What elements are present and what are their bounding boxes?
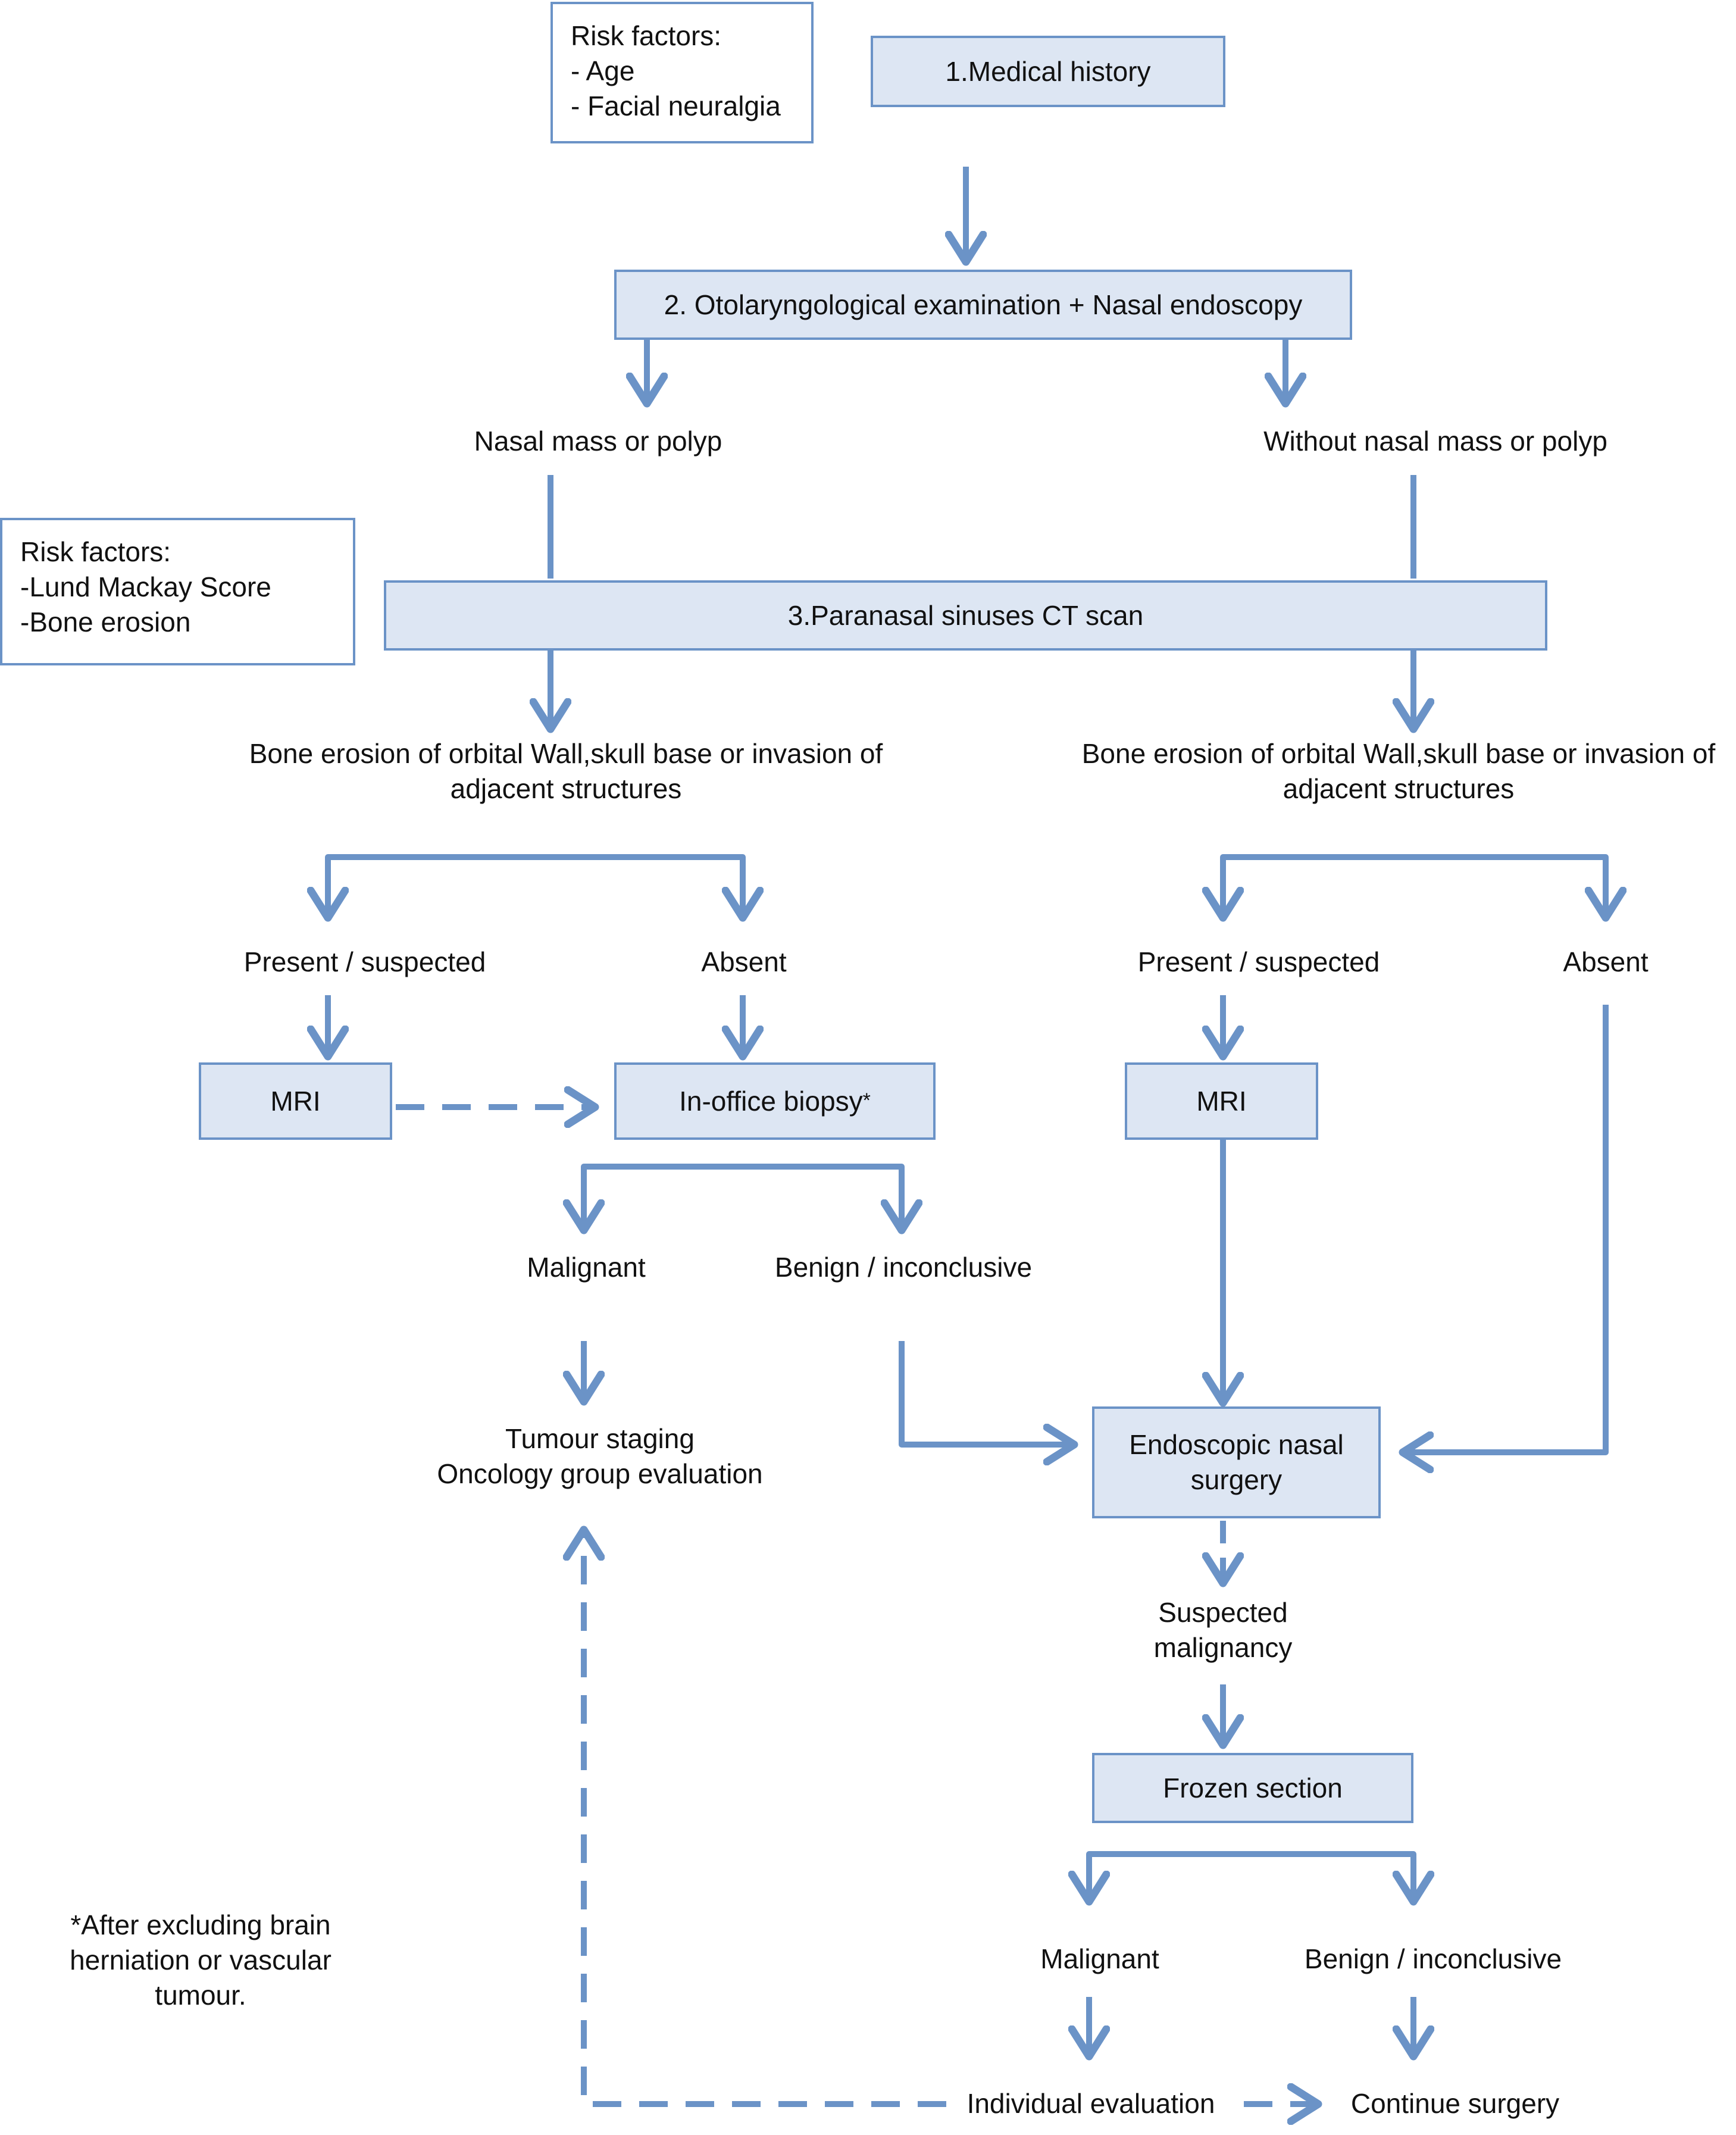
split-right-bone — [1220, 854, 1609, 915]
left-absent-label: Absent — [701, 946, 787, 977]
split-biopsy — [581, 1164, 905, 1226]
biopsy-malignant-label: Malignant — [527, 1252, 646, 1283]
risk-factors-title: Risk factors: — [20, 536, 171, 567]
right-mri-box: MRI — [1125, 1062, 1318, 1140]
bone-erosion-right: Bone erosion of orbital Wall,skull base … — [1081, 738, 1716, 804]
biopsy-label: In-office biopsy — [679, 1085, 863, 1117]
right-absent-label: Absent — [1563, 946, 1649, 977]
risk-factors-title: Risk factors: — [571, 20, 722, 51]
step-ct-scan: 3.Paranasal sinuses CT scan — [384, 580, 1547, 651]
right-present-label: Present / suspected — [1137, 946, 1380, 977]
risk-factor-item: -Bone erosion — [20, 606, 191, 637]
arrow-individual-to-staging-dashed — [584, 1530, 946, 2107]
biopsy-footnote-mark: * — [862, 1089, 871, 1112]
tumour-staging-label: Tumour staging Oncology group evaluation — [437, 1423, 763, 1489]
frozen-section-box: Frozen section — [1092, 1753, 1413, 1823]
footnote: *After excluding brain herniation or vas… — [70, 1909, 331, 2011]
arrow-absent-to-surgery — [1403, 1005, 1609, 1452]
risk-factors-box-top: Risk factors: - Age - Facial neuralgia — [550, 2, 814, 143]
biopsy-benign-label: Benign / inconclusive — [774, 1252, 1033, 1283]
left-present-label: Present / suspected — [243, 946, 486, 977]
step-otolaryngological-exam: 2. Otolaryngological examination + Nasal… — [614, 270, 1352, 340]
branch-nasal-mass: Nasal mass or polyp — [474, 426, 722, 457]
individual-evaluation-label: Individual evaluation — [966, 2088, 1215, 2119]
in-office-biopsy-box: In-office biopsy* — [614, 1062, 936, 1140]
risk-factor-item: -Lund Mackay Score — [20, 571, 271, 602]
continue-surgery-label: Continue surgery — [1350, 2088, 1560, 2119]
arrow-benign-to-surgery — [899, 1341, 1074, 1445]
risk-factor-item: - Facial neuralgia — [571, 90, 781, 121]
split-frozen — [1086, 1851, 1416, 1881]
split-left-bone — [325, 854, 746, 915]
suspected-malignancy-label: Suspected malignancy — [1153, 1597, 1293, 1663]
left-mri-box: MRI — [199, 1062, 392, 1140]
frozen-benign-label: Benign / inconclusive — [1304, 1943, 1562, 1974]
bone-erosion-left: Bone erosion of orbital Wall,skull base … — [249, 738, 883, 804]
step-medical-history: 1.Medical history — [871, 36, 1225, 107]
risk-factors-box-middle: Risk factors: -Lund Mackay Score -Bone e… — [0, 518, 355, 665]
risk-factor-item: - Age — [571, 55, 635, 86]
endoscopic-surgery-box: Endoscopic nasal surgery — [1092, 1406, 1381, 1518]
frozen-malignant-label: Malignant — [1040, 1943, 1159, 1974]
branch-without-mass: Without nasal mass or polyp — [1263, 426, 1607, 457]
